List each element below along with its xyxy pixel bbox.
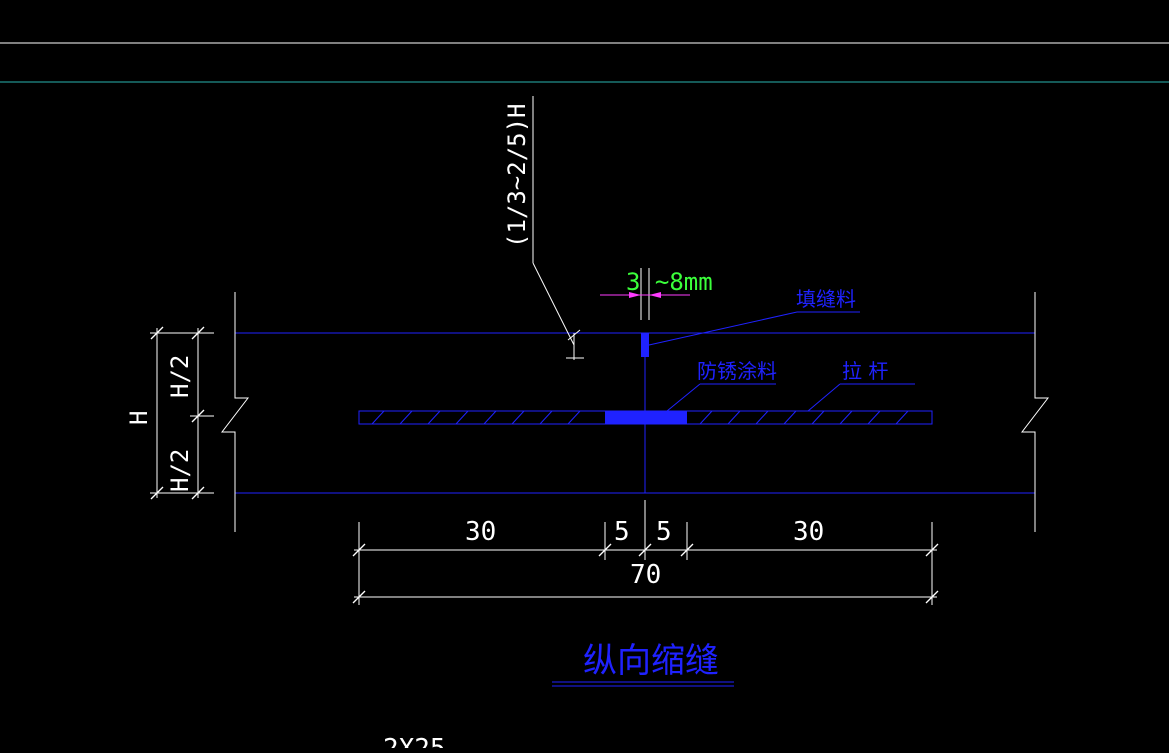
gap-arrow-left — [629, 292, 641, 298]
tie-bar-hatching — [371, 410, 909, 425]
label-anticorrosion: 防锈涂料 — [697, 359, 777, 383]
height-ticks — [150, 326, 205, 500]
anticorrosion-coating — [605, 411, 687, 424]
leader-filler — [648, 311, 798, 346]
label-half-bottom: H/2 — [166, 449, 194, 492]
leader-tie-bar — [807, 383, 841, 412]
label-half-top: H/2 — [166, 355, 194, 398]
label-height: H — [125, 411, 153, 425]
dim-mid-right: 5 — [656, 517, 672, 547]
leader-anticorrosion — [666, 383, 701, 412]
bottom-note: 2X25 — [383, 734, 446, 748]
label-tie-bar: 拉 杆 — [842, 359, 888, 383]
label-gap: 3 ~8mm — [626, 268, 713, 296]
label-filler: 填缝料 — [796, 287, 856, 311]
drawing-title: 纵向缩缝 — [583, 641, 719, 681]
ratio-leader-diagonal — [532, 262, 575, 346]
dim-total: 70 — [630, 560, 661, 590]
dim-ticks-row2 — [352, 590, 939, 604]
label-vertical-ratio: (1/3~2/5)H — [503, 104, 531, 249]
dim-ticks-row1 — [352, 543, 939, 557]
dim-mid-left: 5 — [614, 517, 630, 547]
dim-left: 30 — [465, 517, 496, 547]
gap-arrow-right — [649, 292, 661, 298]
left-break-line — [220, 292, 250, 532]
right-break-line — [1020, 292, 1050, 532]
dim-right: 30 — [793, 517, 824, 547]
filler-block — [641, 333, 649, 357]
